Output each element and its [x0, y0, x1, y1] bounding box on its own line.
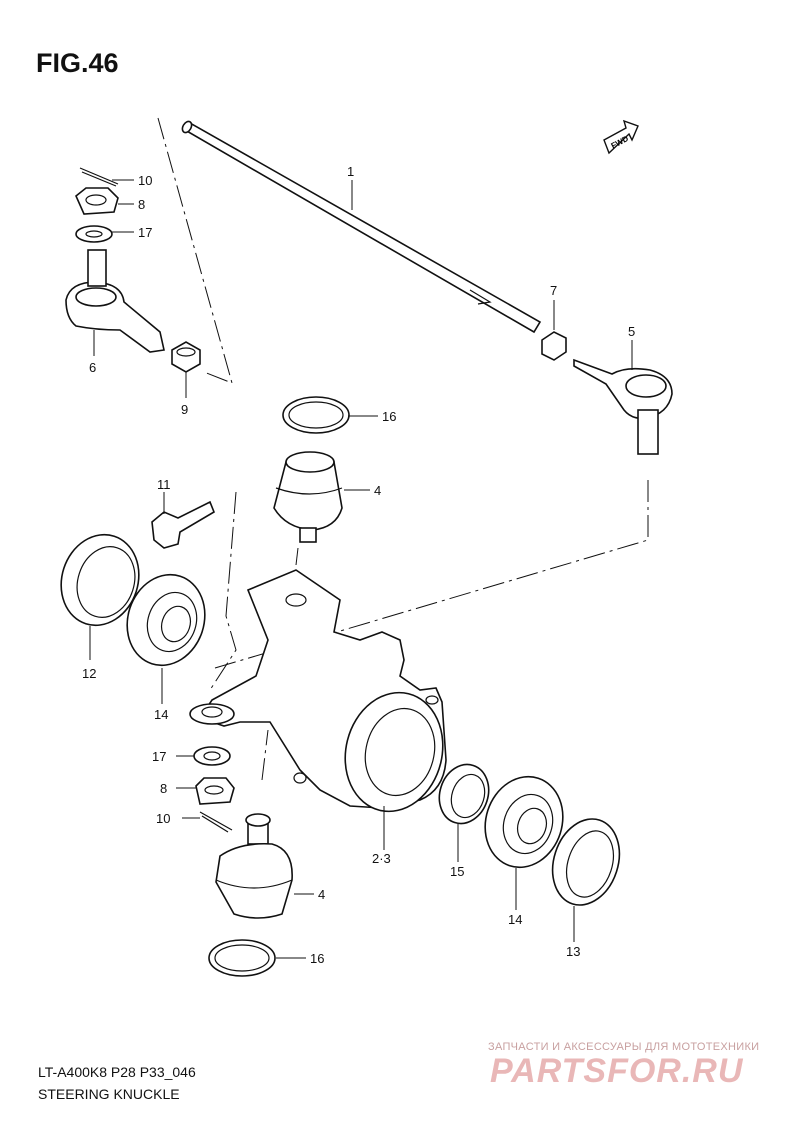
section-name: STEERING KNUCKLE — [38, 1086, 180, 1102]
bearing-right — [484, 775, 564, 869]
lock-nut-7 — [541, 331, 567, 361]
callout-2-3: 2·3 — [372, 851, 391, 866]
callout-8-lower: 8 — [160, 781, 167, 796]
callout-11: 11 — [157, 477, 171, 492]
forward-arrow-icon: FWD — [603, 119, 639, 155]
snap-ring-lower — [208, 939, 276, 977]
callout-9: 9 — [181, 402, 188, 417]
callout-17-top: 17 — [138, 225, 152, 240]
callout-labels: 1 10 8 17 6 9 7 5 16 4 11 12 14 17 8 10 … — [82, 164, 635, 966]
callout-17-lower: 17 — [152, 749, 166, 764]
alignment-dash-lines — [157, 117, 649, 781]
castle-nut-lower — [195, 777, 235, 805]
bolt-11 — [151, 500, 215, 549]
callout-7: 7 — [550, 283, 557, 298]
callout-10-top: 10 — [138, 173, 152, 188]
callout-16-top: 16 — [382, 409, 396, 424]
castle-nut-top — [75, 187, 119, 215]
leader-lines — [89, 179, 633, 959]
callout-14-left: 14 — [154, 707, 168, 722]
snap-ring-top — [282, 396, 350, 434]
figure-title: FIG.46 — [36, 48, 119, 78]
watermark-tagline: ЗАПЧАСТИ И АКСЕССУАРЫ ДЛЯ МОТОТЕХНИКИ — [488, 1041, 760, 1053]
callout-6: 6 — [89, 360, 96, 375]
callout-8-top: 8 — [138, 197, 145, 212]
cotter-pin-lower — [199, 811, 233, 833]
callout-4-top: 4 — [374, 483, 381, 498]
ball-joint-top — [273, 451, 343, 543]
callout-15: 15 — [450, 864, 464, 879]
callout-10-lower: 10 — [156, 811, 170, 826]
tie-rod-end-left — [65, 249, 165, 353]
model-code: LT-A400K8 P28 P33_046 — [38, 1064, 196, 1080]
bearing-left — [126, 573, 206, 667]
callout-5: 5 — [628, 324, 635, 339]
tie-rod-end-right — [573, 358, 673, 455]
tie-rod-part — [181, 120, 542, 334]
callout-14-right: 14 — [508, 912, 522, 927]
oil-seal-right — [551, 818, 621, 906]
callout-1: 1 — [347, 164, 354, 179]
watermark-logo: PARTSFOR.RU — [490, 1052, 744, 1090]
steering-knuckle — [189, 569, 447, 813]
lock-nut-9 — [171, 341, 201, 373]
callout-4-lower: 4 — [318, 887, 325, 902]
cotter-pin-top — [79, 167, 119, 187]
callout-16-lower: 16 — [310, 951, 324, 966]
ball-joint-lower — [215, 813, 293, 919]
washer-top — [75, 225, 113, 243]
callout-12: 12 — [82, 666, 96, 681]
callout-13: 13 — [566, 944, 580, 959]
spacer-15 — [438, 763, 490, 825]
washer-lower — [193, 746, 231, 766]
oil-seal-left — [60, 533, 140, 627]
